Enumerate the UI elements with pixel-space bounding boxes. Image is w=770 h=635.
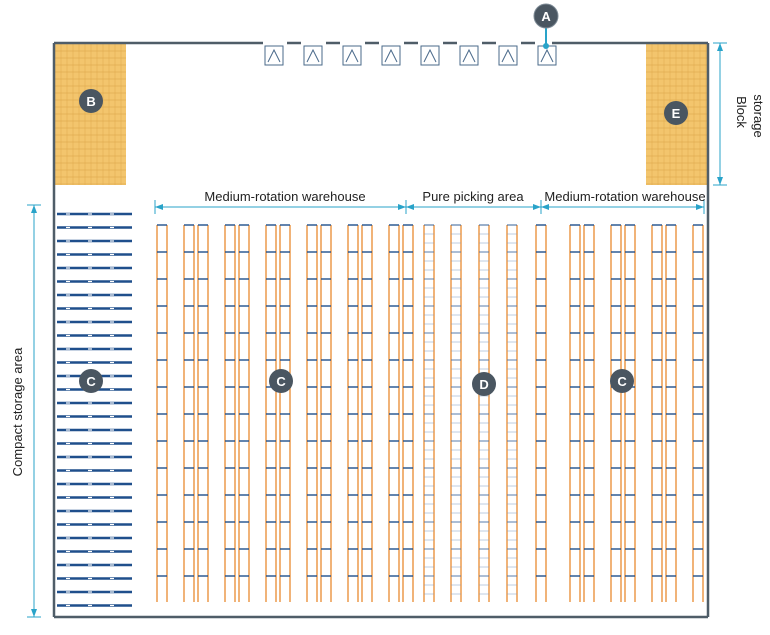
dock-door-ramp — [501, 48, 515, 63]
marker-b-letter: B — [86, 94, 95, 109]
zone-marker-c-left: C — [269, 369, 293, 393]
rack-row — [583, 224, 595, 602]
dock-door-icon — [303, 45, 323, 66]
rack-row — [610, 224, 622, 602]
marker-d-letter: D — [479, 377, 488, 392]
rack-row — [361, 224, 373, 602]
zone-marker-icon — [472, 372, 496, 396]
dock-door-ramp — [384, 48, 398, 63]
dock-door-frame — [381, 45, 401, 66]
dock-door-ramp — [306, 48, 320, 63]
rack-row — [506, 224, 518, 602]
dock-door-ramp — [540, 48, 554, 63]
rack-row — [402, 224, 414, 602]
zone-marker-icon — [534, 4, 558, 28]
zone-marker-icon — [269, 369, 293, 393]
dock-door-frame — [459, 45, 479, 66]
zone-marker-a: A — [533, 3, 559, 29]
building-walls — [52, 41, 710, 619]
medium-rotation-right-label: Medium-rotation warehouse — [544, 189, 705, 204]
rack-row — [347, 224, 359, 602]
medium-rotation-left-label: Medium-rotation warehouse — [204, 189, 365, 204]
rack-row — [450, 224, 462, 602]
zone-marker-e: E — [664, 101, 688, 125]
marker-c3-letter: C — [617, 374, 627, 389]
medium-rotation-racks-left — [156, 224, 414, 602]
dock-door-frame — [537, 45, 557, 66]
dock-door-icon — [537, 45, 557, 66]
compact-storage-label: Compact storage area — [10, 347, 25, 476]
zone-marker-c-compact: C — [79, 369, 103, 393]
rack-row — [238, 224, 250, 602]
marker-a-letter: A — [541, 9, 551, 24]
marker-c1-letter: C — [86, 374, 96, 389]
dock-door-icon — [381, 45, 401, 66]
marker-a-connector-dot — [543, 43, 549, 49]
rack-row — [156, 224, 168, 602]
rack-row — [279, 224, 291, 602]
dock-door-icon — [459, 45, 479, 66]
dock-door-ramp — [267, 48, 281, 63]
dock-door-ramp — [345, 48, 359, 63]
pure-picking-label: Pure picking area — [422, 189, 524, 204]
rack-row — [224, 224, 236, 602]
rack-row — [320, 224, 332, 602]
block-storage-label-line2: storage — [751, 94, 766, 137]
dock-door-frame — [498, 45, 518, 66]
rack-row — [423, 224, 435, 602]
dock-door-frame — [342, 45, 362, 66]
rack-row — [265, 224, 277, 602]
zone-marker-d: D — [472, 372, 496, 396]
dock-door-frame — [303, 45, 323, 66]
compact-storage-racks — [57, 212, 132, 607]
rack-row — [183, 224, 195, 602]
rack-row — [197, 224, 209, 602]
dock-door-icon — [420, 45, 440, 66]
dimension-lines — [27, 42, 727, 618]
rack-row — [478, 224, 490, 602]
dock-door-ramp — [423, 48, 437, 63]
marker-c2-letter: C — [276, 374, 286, 389]
dock-door-icon — [498, 45, 518, 66]
rack-row — [692, 224, 704, 602]
rack-row — [624, 224, 636, 602]
zone-marker-b: B — [79, 89, 103, 113]
zone-marker-icon — [664, 101, 688, 125]
rack-row — [569, 224, 581, 602]
dock-door-icon — [264, 45, 284, 66]
dock-door-ramp — [462, 48, 476, 63]
medium-rotation-racks-right — [535, 224, 704, 602]
rack-row — [651, 224, 663, 602]
dock-door-frame — [420, 45, 440, 66]
rack-row — [388, 224, 400, 602]
marker-e-letter: E — [672, 106, 681, 121]
dock-door-frame — [264, 45, 284, 66]
zone-marker-icon — [79, 369, 103, 393]
pure-picking-racks — [423, 224, 518, 602]
block-storage-label-line1: Block — [734, 96, 749, 128]
rack-row — [665, 224, 677, 602]
rack-row — [535, 224, 547, 602]
zone-marker-icon — [79, 89, 103, 113]
loading-docks — [264, 41, 557, 66]
zone-marker-icon — [610, 369, 634, 393]
rack-row — [306, 224, 318, 602]
zone-marker-c-right: C — [610, 369, 634, 393]
block-storage-area-left — [55, 44, 126, 185]
dock-door-icon — [342, 45, 362, 66]
